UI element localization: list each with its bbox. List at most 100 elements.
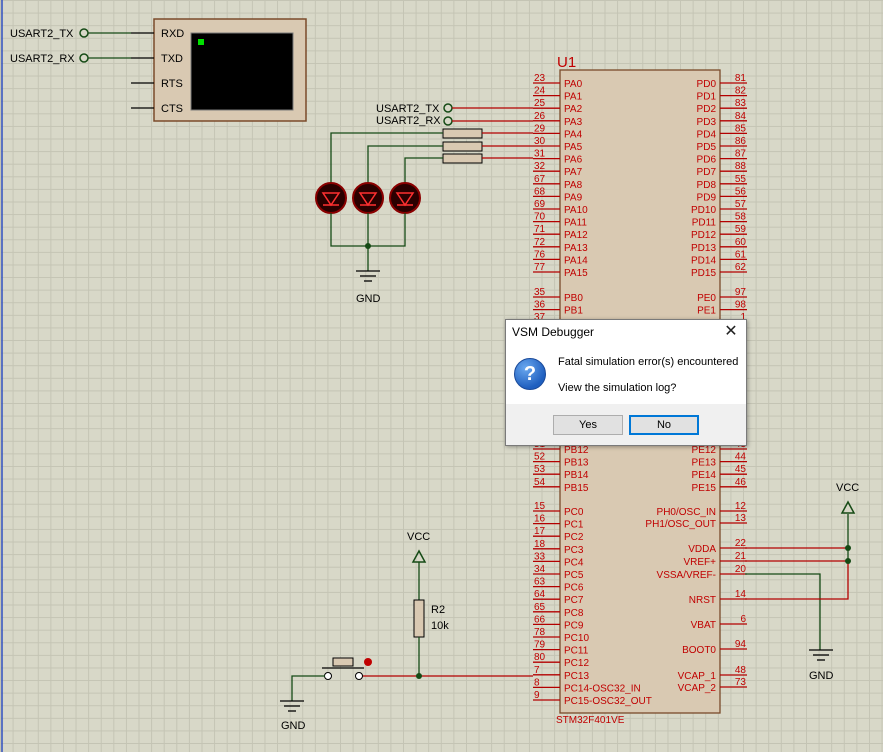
- led-1[interactable]: [315, 182, 347, 214]
- close-icon[interactable]: ✕: [724, 323, 738, 340]
- r2-ref: R2: [431, 604, 445, 616]
- resistor-led3[interactable]: [442, 153, 483, 164]
- pin-label: PC2: [564, 532, 584, 543]
- pin-label: PE0: [697, 293, 716, 304]
- dialog-titlebar[interactable]: VSM Debugger ✕: [506, 320, 746, 346]
- resistor-led1[interactable]: [442, 128, 483, 139]
- pin-label: PC14-OSC32_IN: [564, 683, 641, 694]
- pin-number: 53: [534, 464, 546, 475]
- yes-button[interactable]: Yes: [553, 415, 623, 435]
- reset-button[interactable]: [322, 657, 372, 680]
- resistor-led2[interactable]: [442, 141, 483, 152]
- reset-circuit[interactable]: [280, 549, 533, 712]
- pin-number: 64: [534, 589, 546, 600]
- led-2[interactable]: [352, 182, 384, 214]
- pin-number: 48: [735, 665, 747, 676]
- pin-label: PE1: [697, 306, 716, 317]
- pin-label: PD8: [697, 180, 717, 191]
- virtual-terminal[interactable]: RXD TXD RTS CTS: [131, 18, 307, 122]
- pin-label: PC7: [564, 595, 584, 606]
- led-resistor-group[interactable]: [315, 128, 533, 271]
- led-3[interactable]: [389, 182, 421, 214]
- pin-label: PD9: [697, 192, 717, 203]
- no-button[interactable]: No: [629, 415, 699, 435]
- vcc-label-right: VCC: [836, 482, 859, 494]
- pin-number: 63: [534, 577, 546, 588]
- label-usart2-rx-mcu: USART2_RX: [376, 115, 441, 127]
- vsm-debugger-dialog[interactable]: VSM Debugger ✕ ? Fatal simulation error(…: [505, 319, 747, 446]
- resistor-r2[interactable]: [413, 599, 425, 638]
